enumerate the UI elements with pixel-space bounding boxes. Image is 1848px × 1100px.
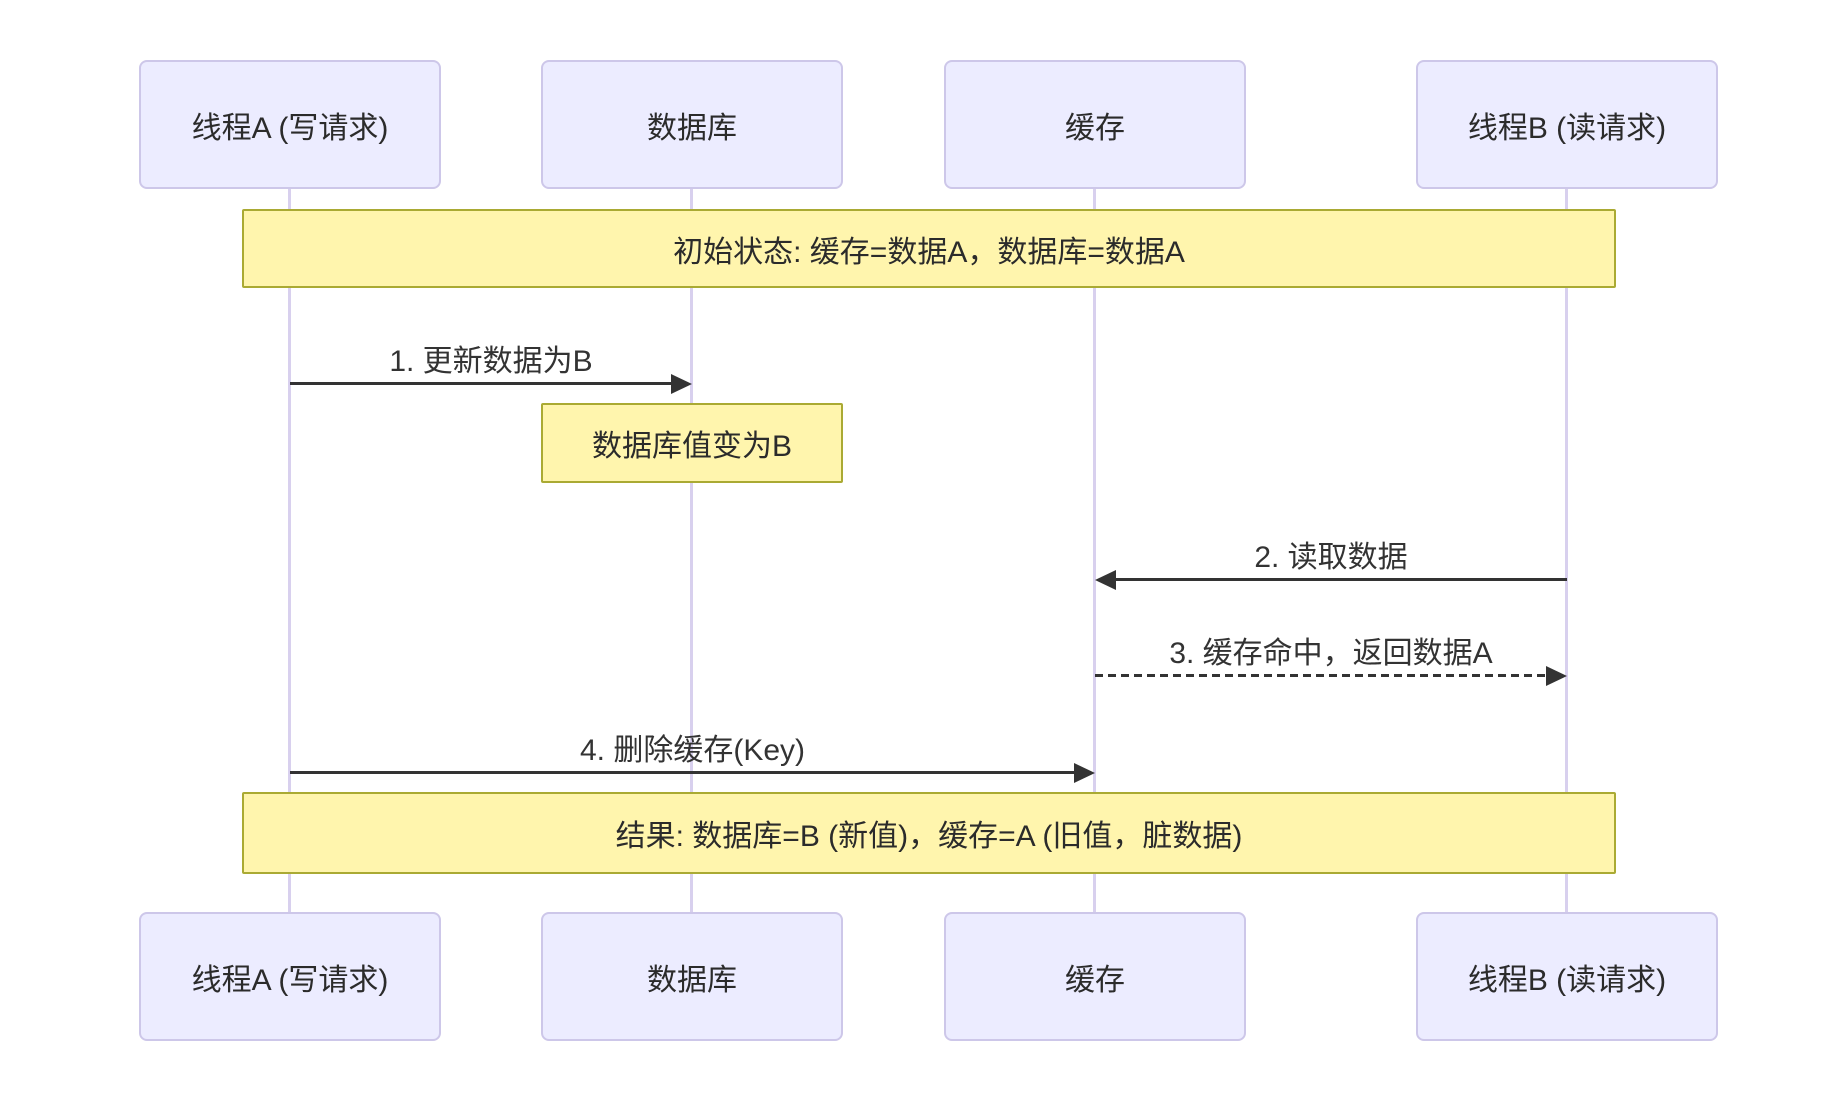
message-3: 3. 缓存命中，返回数据A [1095,628,1567,690]
actor-box-thread-a-bottom: 线程A (写请求) [139,912,441,1041]
arrowhead-right-icon [1546,666,1567,686]
message-1: 1. 更新数据为B [290,336,692,398]
actor-label: 线程B (读请求) [1467,111,1667,145]
message-4: 4. 删除缓存(Key) [290,725,1095,787]
arrowhead-right-icon [1074,763,1095,783]
note-result: 结果: 数据库=B (新值)，缓存=A (旧值，脏数据) [242,792,1616,874]
note-text: 初始状态: 缓存=数据A，数据库=数据A [673,235,1185,269]
actor-box-thread-a-top: 线程A (写请求) [139,60,441,189]
message-1-line [290,382,674,385]
message-2-line [1113,578,1567,581]
note-text: 数据库值变为B [591,430,792,463]
arrowhead-right-icon [671,374,692,394]
actor-label: 数据库 [647,111,737,145]
actor-label: 线程A (写请求) [191,963,389,997]
lifeline-thread-b [1565,189,1568,912]
actor-label: 线程A (写请求) [191,111,389,145]
lifeline-database [690,189,693,912]
message-4-line [290,771,1077,774]
actor-box-database-bottom: 数据库 [541,912,843,1041]
message-3-line [1095,674,1549,677]
message-3-label: 3. 缓存命中，返回数据A [1169,637,1493,670]
actor-box-thread-b-bottom: 线程B (读请求) [1416,912,1718,1041]
message-1-label: 1. 更新数据为B [389,345,593,378]
actor-box-cache-top: 缓存 [944,60,1246,189]
actor-box-cache-bottom: 缓存 [944,912,1246,1041]
actor-label: 线程B (读请求) [1467,963,1667,997]
message-2: 2. 读取数据 [1095,532,1567,594]
actor-box-database-top: 数据库 [541,60,843,189]
actor-label: 缓存 [1065,963,1125,997]
note-db-value-changed: 数据库值变为B [541,403,843,483]
actor-label: 数据库 [647,963,737,997]
note-initial-state: 初始状态: 缓存=数据A，数据库=数据A [242,209,1616,288]
message-4-label: 4. 删除缓存(Key) [579,734,806,767]
lifeline-cache [1093,189,1096,912]
message-2-label: 2. 读取数据 [1254,541,1408,574]
note-text: 结果: 数据库=B (新值)，缓存=A (旧值，脏数据) [615,820,1243,853]
lifeline-thread-a [288,189,291,912]
actor-label: 缓存 [1065,111,1125,145]
actor-box-thread-b-top: 线程B (读请求) [1416,60,1718,189]
arrowhead-left-icon [1095,570,1116,590]
